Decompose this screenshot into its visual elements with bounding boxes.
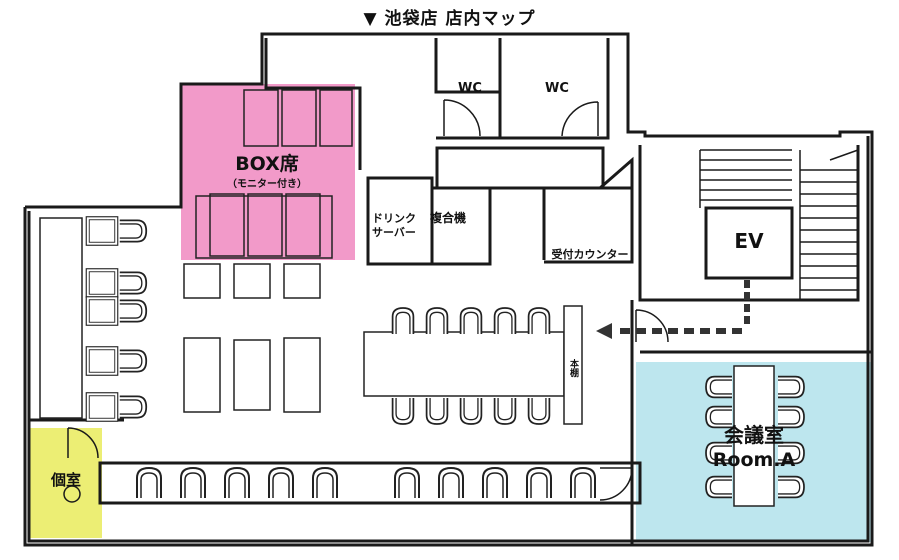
staircase (699, 149, 859, 300)
wc-label-2: WC (545, 81, 569, 96)
meeting-room-table (705, 365, 805, 507)
meeting-room-label: 会議室 (724, 423, 784, 447)
meeting-room-name: Room.A (713, 449, 796, 471)
drink-server-label-1: ドリンク (372, 212, 416, 225)
box-booths (195, 89, 353, 259)
private-room-area (30, 428, 102, 538)
ev-label: EV (734, 229, 764, 253)
door-swings (63, 99, 669, 503)
entry-route (596, 280, 750, 339)
private-room-label: 個室 (50, 471, 81, 489)
map-title: ▼ 池袋店 店内マップ (363, 9, 536, 29)
bookshelf-label: 本棚 (568, 358, 579, 378)
route-arrow-icon (596, 323, 612, 339)
drink-server-label-2: サーバー (372, 226, 416, 239)
left-wall-seating (39, 216, 148, 422)
walls (23, 32, 874, 547)
central-table (363, 305, 583, 425)
small-tables (183, 263, 321, 413)
counter-chairs (136, 467, 596, 499)
copier-label: 複合機 (429, 210, 466, 225)
bookshelf (563, 305, 583, 425)
wc-label-1: WC (458, 81, 482, 96)
box-seat-label: BOX席 (235, 152, 299, 175)
reception-label: 受付カウンター (552, 247, 629, 261)
box-seat-sublabel: （モニター付き） (227, 177, 307, 190)
